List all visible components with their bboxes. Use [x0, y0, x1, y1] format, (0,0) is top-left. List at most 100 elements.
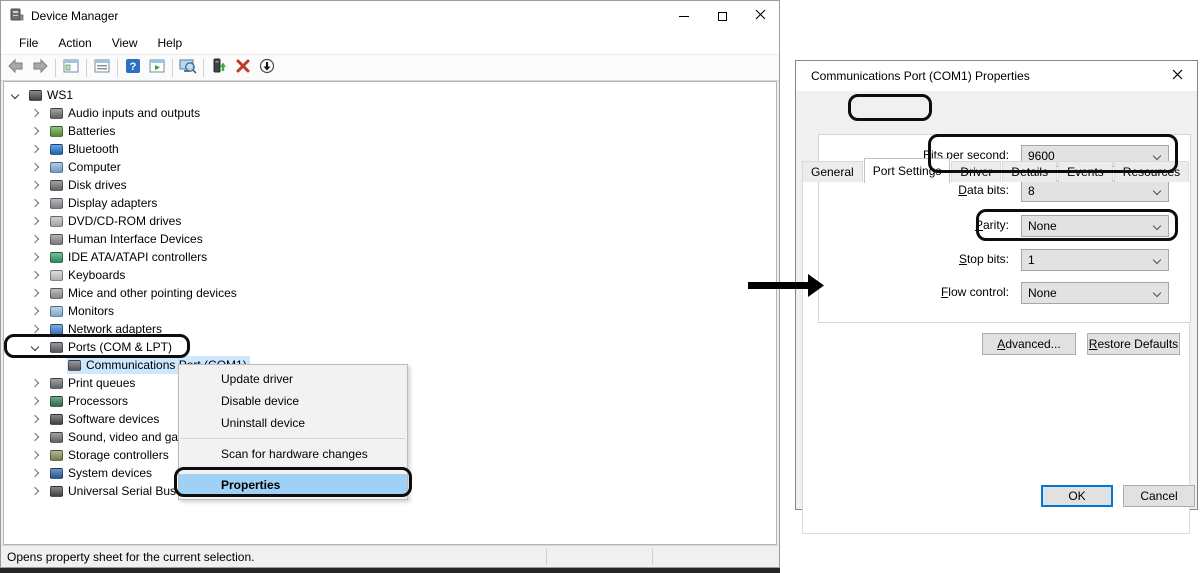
- chevron-right-icon[interactable]: [30, 378, 40, 388]
- chevron-right-icon[interactable]: [30, 468, 40, 478]
- back-button[interactable]: [4, 57, 28, 79]
- tree-item-mice-and-other-pointing-devices[interactable]: Mice and other pointing devices: [4, 284, 776, 302]
- tab-events[interactable]: Events: [1058, 161, 1113, 182]
- tree-item-monitors[interactable]: Monitors: [4, 302, 776, 320]
- chevron-right-icon[interactable]: [30, 234, 40, 244]
- tree-item-dvd-cd-rom-drives[interactable]: DVD/CD-ROM drives: [4, 212, 776, 230]
- tree-item-ws1[interactable]: WS1: [4, 86, 776, 104]
- chevron-right-icon[interactable]: [30, 108, 40, 118]
- tree-item-network-adapters[interactable]: Network adapters: [4, 320, 776, 338]
- tree-item-audio-inputs-and-outputs[interactable]: Audio inputs and outputs: [4, 104, 776, 122]
- dialog-close-button[interactable]: [1157, 61, 1197, 91]
- tab-driver[interactable]: Driver: [951, 161, 1002, 182]
- parity-dropdown[interactable]: None: [1021, 215, 1169, 237]
- minimize-button[interactable]: [665, 1, 703, 31]
- advanced-button[interactable]: Advanced...: [982, 333, 1076, 355]
- menu-action[interactable]: Action: [58, 35, 92, 50]
- back-icon: [7, 58, 25, 77]
- context-menu-item-update-driver[interactable]: Update driver: [221, 372, 294, 386]
- tree-item-bluetooth[interactable]: Bluetooth: [4, 140, 776, 158]
- tab-resources[interactable]: Resources: [1113, 161, 1190, 182]
- chevron-right-icon[interactable]: [30, 486, 40, 496]
- chevron-right-icon[interactable]: [30, 126, 40, 136]
- restore-defaults-button[interactable]: Restore Defaults: [1087, 333, 1180, 355]
- tree-item-cell: Human Interface Devices: [49, 230, 206, 248]
- chevron-right-icon[interactable]: [30, 414, 40, 424]
- tree-item-label: DVD/CD-ROM drives: [68, 214, 182, 228]
- tree-item-software-devices[interactable]: Software devices: [4, 410, 776, 428]
- chevron-right-icon[interactable]: [30, 180, 40, 190]
- chevron-right-icon[interactable]: [30, 270, 40, 280]
- field-row-stop-bits: Stop bits:1: [796, 249, 1197, 271]
- chevron-right-icon[interactable]: [30, 306, 40, 316]
- tree-item-ide-ata-atapi-controllers[interactable]: IDE ATA/ATAPI controllers: [4, 248, 776, 266]
- tree-item-batteries[interactable]: Batteries: [4, 122, 776, 140]
- chevron-right-icon[interactable]: [30, 432, 40, 442]
- data-bits-dropdown[interactable]: 8: [1021, 180, 1169, 202]
- chevron-right-icon[interactable]: [30, 216, 40, 226]
- menu-help[interactable]: Help: [157, 35, 183, 50]
- tree-item-cell: Software devices: [49, 410, 162, 428]
- chevron-right-icon[interactable]: [30, 198, 40, 208]
- tab-details[interactable]: Details: [1002, 161, 1058, 182]
- disc-drive-icon: [50, 215, 63, 227]
- stop-bits-dropdown[interactable]: 1: [1021, 249, 1169, 271]
- tab-port-settings[interactable]: Port Settings: [863, 158, 951, 183]
- dialog-title-bar: Communications Port (COM1) Properties: [796, 61, 1197, 91]
- keyboard-icon: [50, 269, 63, 281]
- monitor-icon: [50, 305, 63, 317]
- disable-device-button[interactable]: [255, 57, 279, 79]
- chevron-right-icon[interactable]: [30, 324, 40, 334]
- tree-item-processors[interactable]: Processors: [4, 392, 776, 410]
- scan-hardware-button[interactable]: [176, 57, 200, 79]
- tree-item-storage-controllers[interactable]: Storage controllers: [4, 446, 776, 464]
- forward-button[interactable]: [28, 57, 52, 79]
- processor-icon: [50, 395, 63, 407]
- tree-item-keyboards[interactable]: Keyboards: [4, 266, 776, 284]
- ok-button[interactable]: OK: [1041, 485, 1113, 507]
- tree-item-ports-com-lpt[interactable]: Ports (COM & LPT): [4, 338, 776, 356]
- tree-item-human-interface-devices[interactable]: Human Interface Devices: [4, 230, 776, 248]
- context-menu-item-properties[interactable]: Properties: [179, 474, 407, 496]
- tree-item-label: Storage controllers: [68, 448, 169, 462]
- chevron-right-icon[interactable]: [30, 450, 40, 460]
- cancel-button[interactable]: Cancel: [1123, 485, 1195, 507]
- tab-general[interactable]: General: [802, 161, 863, 182]
- uninstall-device-button[interactable]: [231, 57, 255, 79]
- context-menu-item-disable-device[interactable]: Disable device: [221, 394, 300, 408]
- close-button[interactable]: [741, 1, 779, 31]
- chevron-right-icon[interactable]: [30, 252, 40, 262]
- pointer-arrow: [746, 272, 826, 301]
- parity-value: None: [1028, 219, 1057, 233]
- context-menu-item-uninstall-device[interactable]: Uninstall device: [221, 416, 306, 430]
- help-button[interactable]: ?: [121, 57, 145, 79]
- tree-item-label: System devices: [68, 466, 153, 480]
- tree-item-cell: DVD/CD-ROM drives: [49, 212, 184, 230]
- chevron-right-icon[interactable]: [30, 396, 40, 406]
- tree-item-system-devices[interactable]: System devices: [4, 464, 776, 482]
- show-console-tree-button[interactable]: [59, 57, 83, 79]
- maximize-button[interactable]: [703, 1, 741, 31]
- menu-file[interactable]: File: [19, 35, 39, 50]
- chevron-right-icon[interactable]: [30, 144, 40, 154]
- chevron-right-icon[interactable]: [30, 288, 40, 298]
- toolbar-separator: [117, 58, 118, 77]
- dialog-title: Communications Port (COM1) Properties: [811, 69, 1030, 83]
- tree-item-computer[interactable]: Computer: [4, 158, 776, 176]
- tree-item-print-queues[interactable]: Print queues: [4, 374, 776, 392]
- context-menu-item-scan-for-hardware-changes[interactable]: Scan for hardware changes: [221, 447, 368, 461]
- close-icon: [755, 9, 766, 23]
- menu-view[interactable]: View: [111, 35, 138, 50]
- svg-text:?: ?: [130, 61, 137, 73]
- status-pane-divider: [546, 548, 547, 565]
- update-driver-button[interactable]: [207, 57, 231, 79]
- action-pane-button[interactable]: [145, 57, 169, 79]
- chevron-right-icon[interactable]: [30, 162, 40, 172]
- chevron-down-icon[interactable]: [10, 90, 20, 100]
- tree-item-disk-drives[interactable]: Disk drives: [4, 176, 776, 194]
- properties-button[interactable]: [90, 57, 114, 79]
- tree-item-display-adapters[interactable]: Display adapters: [4, 194, 776, 212]
- flow-control-dropdown[interactable]: None: [1021, 282, 1169, 304]
- chevron-down-icon[interactable]: [30, 342, 40, 352]
